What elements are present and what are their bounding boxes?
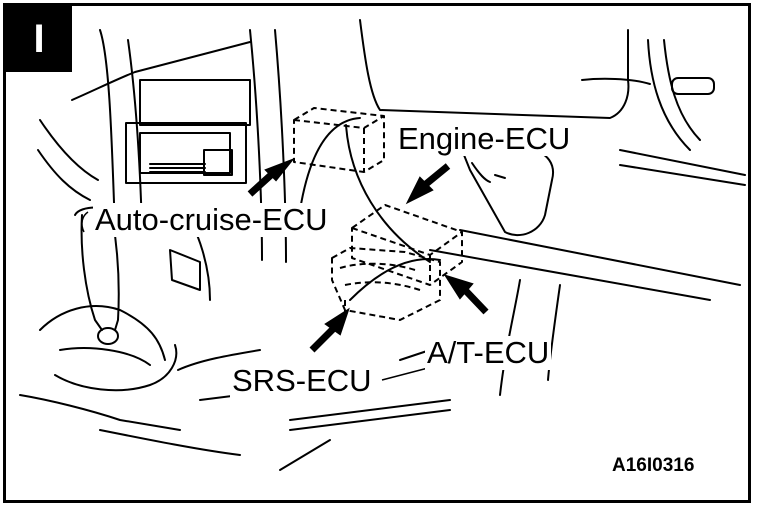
leader-srs — [381, 367, 429, 381]
floor-outline — [19, 204, 741, 471]
arrow-at — [443, 274, 489, 315]
arrow-engine — [405, 163, 451, 205]
at-ecu-label: A/T-ECU — [425, 335, 552, 370]
arrow-auto-cruise — [247, 157, 296, 197]
console-outline — [37, 29, 287, 263]
srs-ecu-box — [331, 247, 441, 321]
center-panel — [125, 79, 251, 184]
figure-code: A16I0316 — [612, 455, 695, 476]
srs-ecu-label: SRS-ECU — [230, 363, 374, 398]
glovebox-outline — [359, 19, 746, 237]
arrow-srs — [309, 307, 350, 353]
auto-cruise-ecu-label: Auto-cruise-ECU — [93, 202, 330, 237]
leader-auto-cruise — [81, 211, 89, 233]
engine-ecu-label: Engine-ECU — [396, 121, 573, 156]
auto-cruise-ecu-box — [293, 107, 385, 173]
figure-badge: I — [6, 6, 72, 72]
